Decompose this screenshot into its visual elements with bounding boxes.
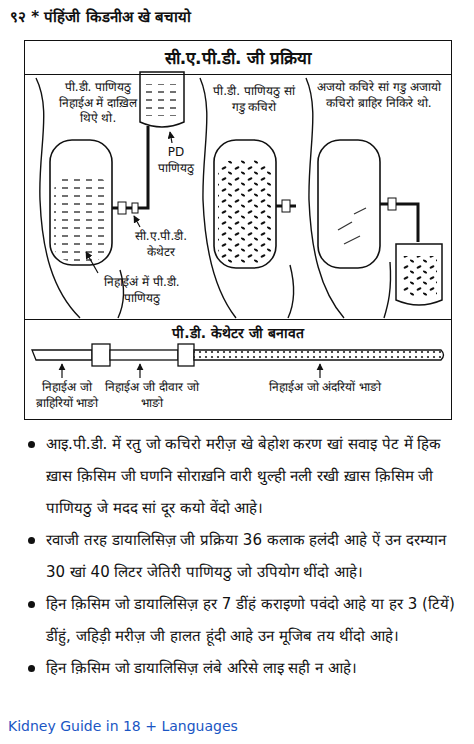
leader-arrow <box>319 364 320 378</box>
leader-arrow <box>134 216 140 227</box>
bullet-item: हिन क़िसिम जो डायालिसिज़ हर 7 डींहं कराइ… <box>26 588 456 652</box>
bullet-item: आइ.पी.डी. में रतु जो कचिरो मरीज़ खे बेहो… <box>26 428 456 524</box>
bullet-text: हिन क़िसिम जो डायालिसिज़ हर 7 डींहं कराइ… <box>46 595 455 645</box>
bullet-item: रवाजी तरह डायालिसिज़ जी प्रक्रिया 36 कला… <box>26 524 456 588</box>
pd-fluid <box>54 175 108 261</box>
bullet-dot <box>28 601 35 608</box>
catheter-connector <box>132 203 138 213</box>
peritoneal-cavity <box>318 140 380 268</box>
waste-particles <box>401 256 437 296</box>
bullet-dot <box>28 441 35 448</box>
pd-fluid <box>146 84 178 116</box>
cavity-label: निहाईअं में पी.डी. पाणियठु <box>92 275 192 306</box>
catheter-tube <box>380 204 418 242</box>
catheter-tube <box>112 126 148 208</box>
step-label: अजयो कचिरे सां गडु अजायो कचिरो ब़ाहिर नि… <box>312 80 446 111</box>
bullet-item: हिन क़िसिम जो डायालिसिज़ लंबे अरिसे लाइ … <box>26 652 456 684</box>
footer-link: Kidney Guide in 18 + Languages <box>8 718 238 734</box>
peritoneal-cavity <box>50 140 112 265</box>
bullet-text: आइ.पी.डी. में रतु जो कचिरो मरीज़ खे बेहो… <box>46 435 441 517</box>
part-label: निहाईअ जो ब़ाहिरियों भाङो <box>26 380 108 411</box>
bullet-dot <box>28 537 35 544</box>
bullet-dot <box>28 665 35 672</box>
body-outline <box>384 262 391 318</box>
peritoneal-cavity <box>214 140 276 268</box>
catheter-inner-part <box>194 350 444 360</box>
catheter-connector <box>118 202 126 214</box>
leader-arrow <box>61 364 62 378</box>
drain-bag <box>396 244 442 305</box>
figure-heading: पी.डी. केथेटर जी बनावत <box>25 320 451 345</box>
step-label: पी.डी. पाणियठु सां गडु कचिरो <box>206 84 302 115</box>
bullet-text: हिन क़िसिम जो डायालिसिज़ लंबे अरिसे लाइ … <box>46 659 357 677</box>
catheter-label: सी.ए.पी.डी. केथेटर <box>122 229 200 260</box>
waste-particles <box>218 160 272 264</box>
step-label: पी.डी. पाणियठु निहाईअ में दाख़िल थिऐ थो. <box>52 80 144 127</box>
catheter-connector <box>388 198 396 210</box>
bullet-list: आइ.पी.डी. में रतु जो कचिरो मरीज़ खे बेहो… <box>26 428 456 684</box>
bullet-text: रवाजी तरह डायालिसिज़ जी प्रक्रिया 36 कला… <box>46 531 446 581</box>
catheter-wall-part <box>110 350 178 360</box>
catheter-connector <box>282 200 290 212</box>
leader-arrow <box>170 132 172 143</box>
draining-lines <box>338 208 366 244</box>
leader-arrow <box>139 364 140 378</box>
body-outline <box>288 265 294 318</box>
figure-heading: सी.ए.पी.डी. जी प्रक्रिया <box>25 41 451 75</box>
bag-label: PD पाणियठु <box>152 145 200 176</box>
leader-arrow <box>86 252 98 273</box>
part-label: निहाईअ जो अंदरियों भाङो <box>250 380 400 396</box>
catheter-cuff <box>92 344 110 366</box>
catheter-cuff <box>178 344 194 366</box>
part-label: निहाईअ जी दीवार जो भाङो <box>104 380 200 411</box>
page-header: ९२ * पंहिंजी किडनीअ खे बचायो <box>10 6 191 26</box>
catheter-outer-part <box>32 350 92 360</box>
pd-bag <box>140 72 184 127</box>
